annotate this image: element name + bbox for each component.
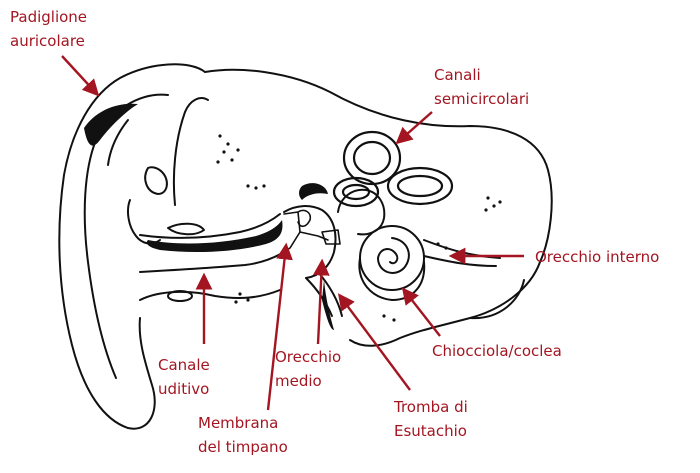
semicircular-canals [332,130,454,208]
arrow-canali [395,111,433,145]
arrow-padiglione [61,55,100,97]
skull-outline [204,68,553,263]
ear-drawing [58,63,553,430]
ear-canal-lower [139,251,285,273]
ossicles [283,209,341,253]
bone-speckles [216,134,502,322]
label-tromba-di-esutachio-line2: Esutachio [394,422,467,440]
label-arrows [61,55,524,411]
label-padiglione-auricolare-line1: Padiglione [10,8,88,26]
label-membrana-del-timpano-line1: Membrana [198,414,279,432]
label-canale-uditivo-line1: Canale [158,356,210,374]
antihelix [172,97,209,206]
label-orecchio-medio-line1: Orecchio [275,348,342,366]
label-orecchio-medio-line2: medio [275,372,322,390]
pinna-outline [58,63,206,430]
vestibule [337,188,386,236]
arrow-orecchio-medio [312,258,330,345]
tragus [144,166,168,195]
label-canali-semicircolari-line2: semicircolari [434,90,530,108]
cochlea [358,225,426,301]
arrow-tromba [337,293,411,391]
label-orecchio-interno: Orecchio interno [535,248,660,266]
label-canale-uditivo-line2: uditivo [158,380,210,398]
label-padiglione-auricolare-line2: auricolare [10,32,85,50]
shaded-regions [84,103,334,330]
label-membrana-del-timpano-line2: del timpano [198,438,288,456]
label-chiocciola-coclea: Chiocciola/coclea [432,342,562,360]
arrow-chiocciola [401,287,441,337]
ear-canal-upper [139,213,281,239]
arrow-membrana [266,242,293,411]
label-tromba-di-esutachio-line1: Tromba di [394,398,468,416]
label-canali-semicircolari-line1: Canali [434,66,481,84]
